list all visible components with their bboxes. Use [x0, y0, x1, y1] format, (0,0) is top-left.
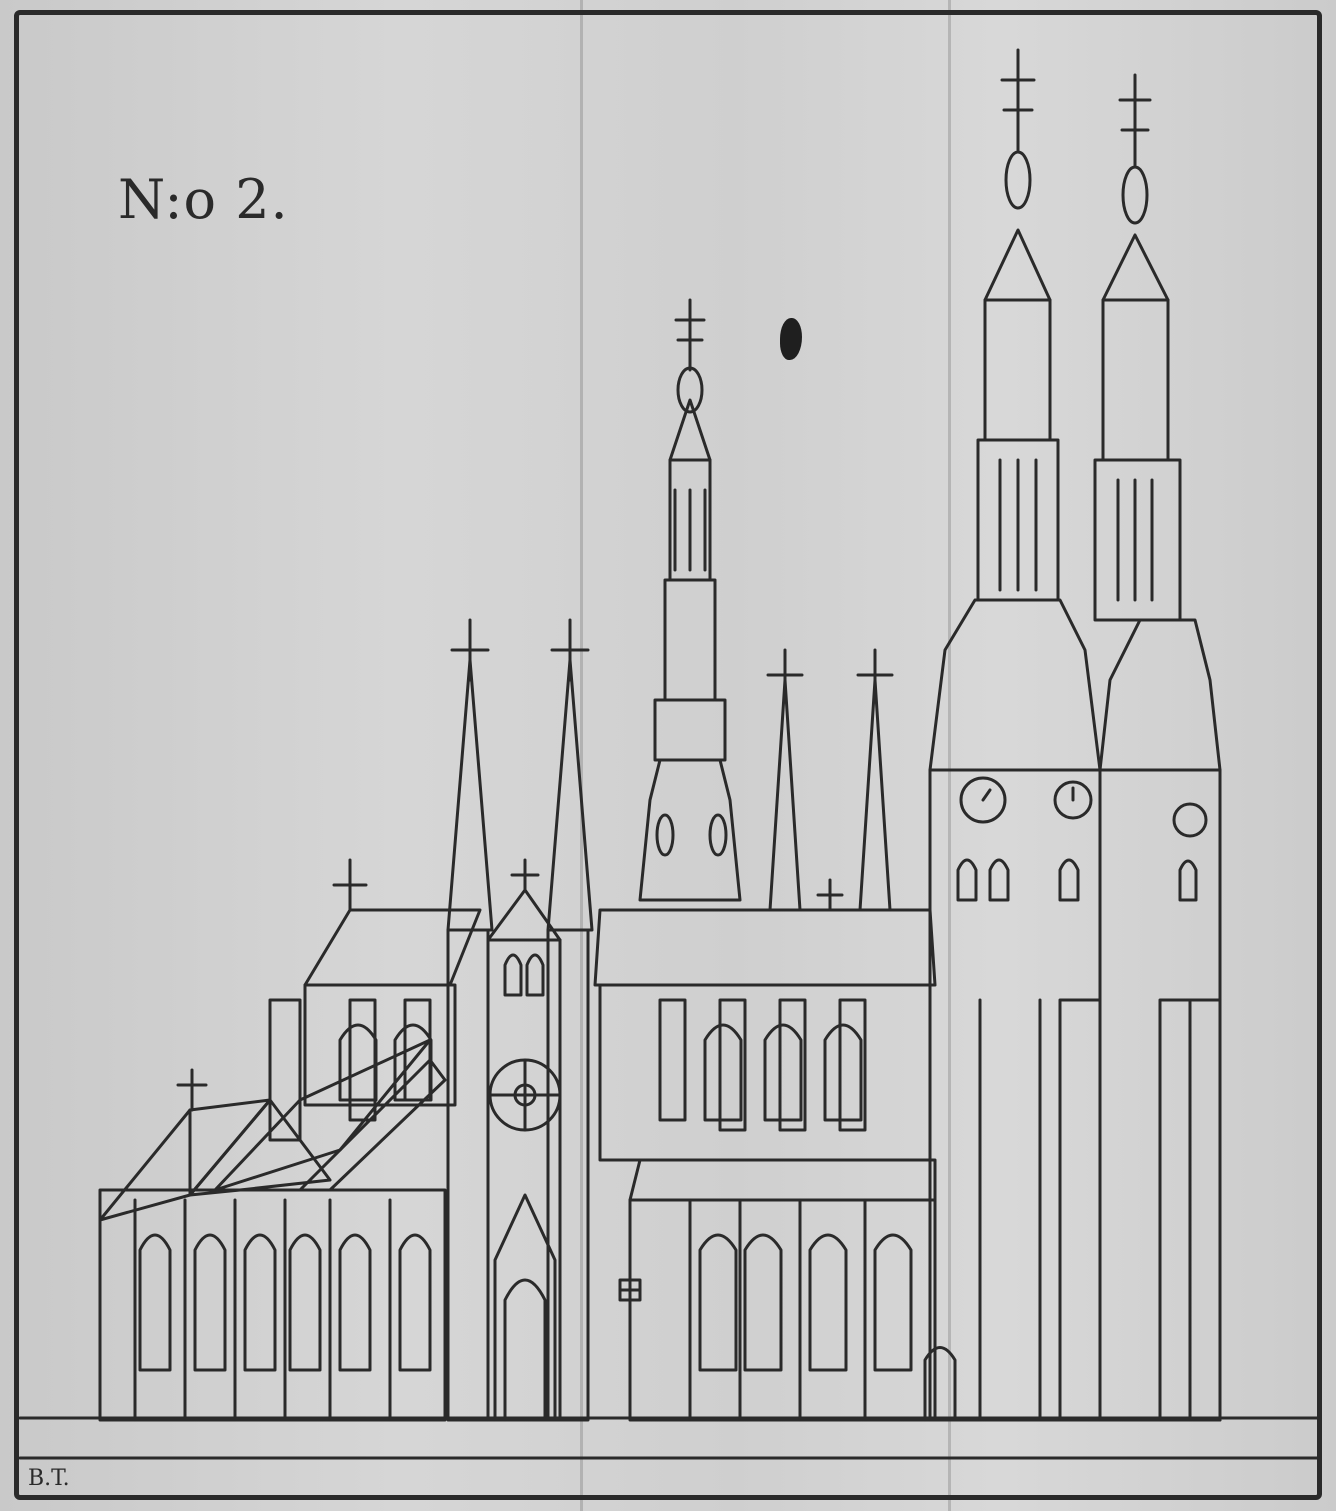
engraving-border — [14, 10, 1322, 1500]
choir-left — [98, 1068, 447, 1422]
plate-number: N:o 2. — [118, 168, 289, 231]
crossing-tower — [638, 298, 742, 902]
spire-center — [546, 618, 594, 1422]
transept-front — [486, 858, 562, 1422]
ink-stain — [780, 318, 802, 360]
paper-fold-crease — [580, 0, 583, 1511]
west-tower-back — [1093, 73, 1222, 1422]
aisle-right — [628, 1158, 937, 1422]
west-tower-front — [923, 48, 1102, 1422]
upper-nave-left — [213, 858, 482, 1192]
engraver-monogram: B.T. — [28, 1466, 70, 1491]
nave-right — [593, 648, 937, 1302]
paper-fold-crease — [948, 0, 951, 1511]
